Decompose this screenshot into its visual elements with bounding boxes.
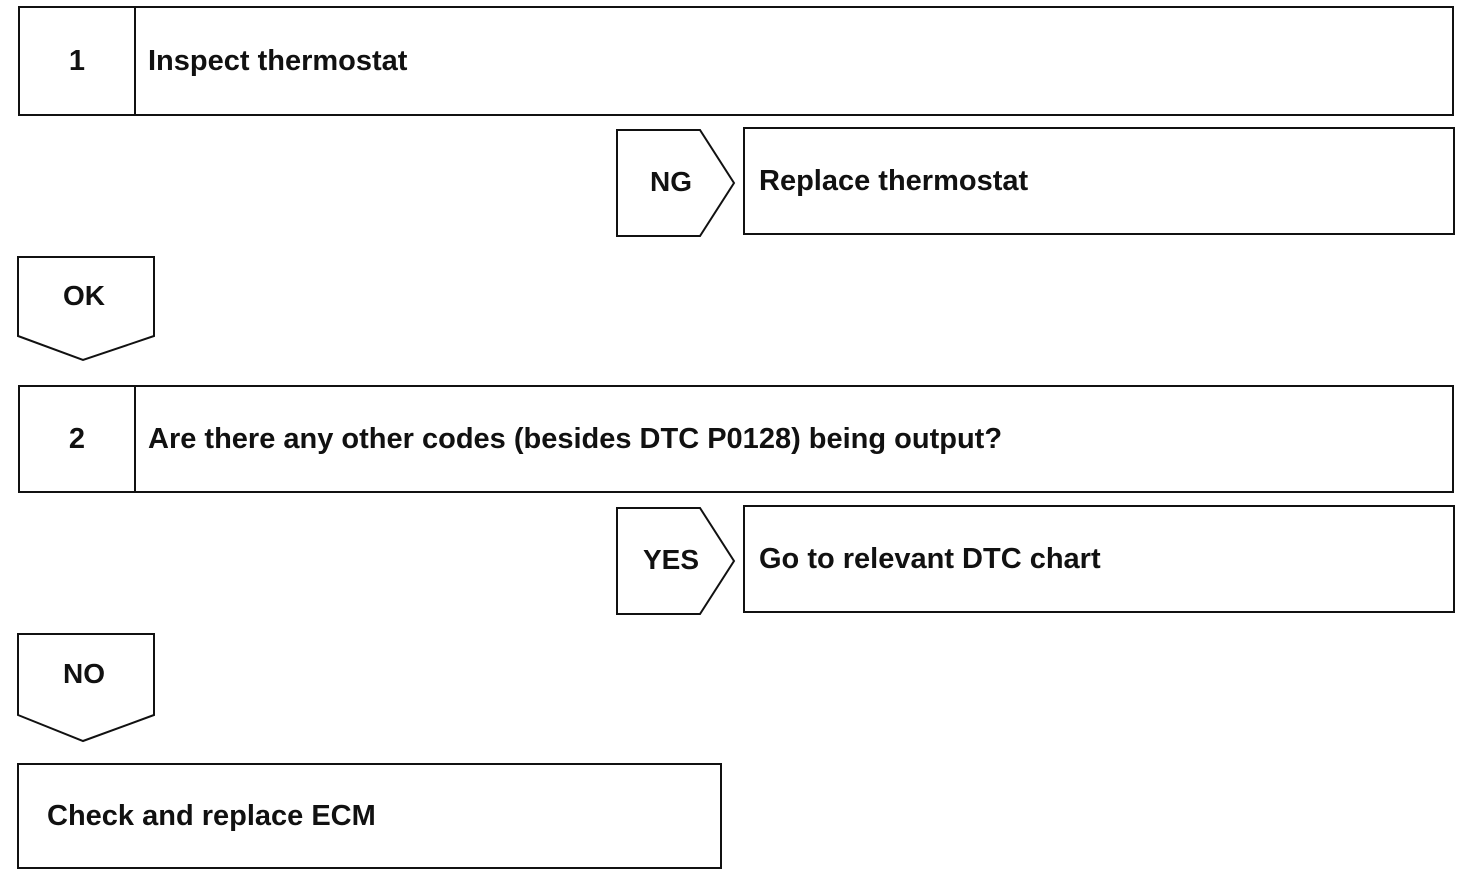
ok-label: OK — [63, 280, 105, 311]
step-1-box: 1 Inspect thermostat — [18, 6, 1454, 116]
yes-branch-tag — [616, 507, 736, 615]
step-2-text: Are there any other codes (besides DTC P… — [148, 422, 1003, 455]
step-2-box: 2 Are there any other codes (besides DTC… — [18, 385, 1454, 493]
ng-branch-tag — [616, 129, 736, 237]
replace-thermostat-box: Replace thermostat — [743, 127, 1455, 235]
ng-label: NG — [650, 166, 692, 197]
replace-thermostat-text: Replace thermostat — [759, 164, 1029, 197]
yes-label: YES — [642, 544, 700, 575]
no-label: NO — [63, 658, 105, 689]
relevant-dtc-chart-text: Go to relevant DTC chart — [759, 542, 1101, 575]
final-action-box: Check and replace ECM — [17, 763, 722, 869]
step-2-number: 2 — [20, 387, 136, 491]
step-1-text: Inspect thermostat — [148, 44, 408, 77]
relevant-dtc-chart-box: Go to relevant DTC chart — [743, 505, 1455, 613]
step-1-number: 1 — [20, 8, 136, 114]
ok-down-tag — [17, 256, 155, 362]
final-action-text: Check and replace ECM — [47, 799, 376, 832]
no-down-tag — [17, 633, 155, 743]
